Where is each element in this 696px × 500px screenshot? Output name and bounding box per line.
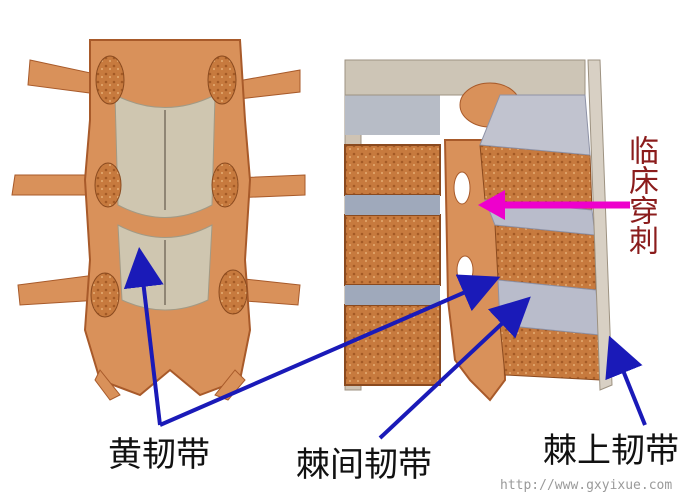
ligamentum-flavum-label: 黄韧带 (108, 435, 210, 475)
facet-section (95, 55, 125, 105)
intervertebral-disc (345, 285, 440, 305)
sagittal-spine-view (344, 59, 613, 402)
posterior-spine-view (11, 39, 306, 401)
vertebral-body (344, 304, 441, 386)
interspinous-arrow (378, 296, 531, 440)
intervertebral-foramen (453, 171, 471, 205)
supraspinous-arrow (605, 335, 647, 426)
spinous-process (494, 224, 597, 291)
puncture-label: 临床穿刺 (623, 135, 658, 255)
annotation-arrows (123, 190, 647, 440)
facet-section (94, 162, 122, 208)
ligamentum-flavum-arrow (159, 274, 501, 427)
watermark-url: http://www.gxyixue.com (500, 478, 673, 493)
puncture-arrowhead (478, 190, 505, 220)
ligamentum-flavum-arrow (123, 247, 164, 426)
facet-section (218, 269, 248, 315)
intervertebral-disc (345, 95, 440, 135)
vertebral-body (344, 214, 441, 286)
facet-section (207, 55, 237, 105)
facet-section (211, 162, 239, 208)
facet-section (90, 272, 120, 318)
intervertebral-disc (345, 195, 440, 215)
vertebral-body (344, 144, 441, 196)
intervertebral-foramen (456, 255, 474, 285)
interspinous-ligament (479, 94, 591, 156)
supraspinous-ligament-label: 棘上韧带 (543, 431, 679, 471)
interspinous-ligament-label: 棘间韧带 (296, 445, 432, 485)
supraspinous-ligament (587, 59, 613, 391)
